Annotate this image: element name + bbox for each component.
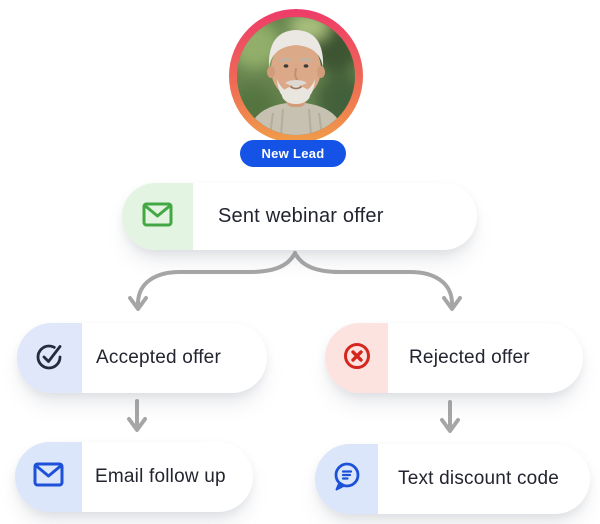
- node-email-follow-up[interactable]: Email follow up: [15, 442, 253, 512]
- node-sent-icon-section: [122, 183, 193, 250]
- node-label: Rejected offer: [409, 347, 530, 368]
- right-down-arrowhead: [440, 418, 460, 433]
- node-rejected-offer[interactable]: Rejected offer: [325, 323, 583, 393]
- envelope-icon: [142, 202, 173, 232]
- node-label: Text discount code: [398, 468, 559, 489]
- node-email-icon-section: [15, 442, 82, 512]
- new-lead-badge-label: New Lead: [261, 146, 325, 161]
- node-sent-webinar-offer[interactable]: Sent webinar offer: [122, 183, 477, 250]
- lead-avatar-ring: [229, 9, 363, 143]
- chat-bubble-icon: [331, 461, 362, 497]
- node-accepted-offer[interactable]: Accepted offer: [17, 323, 267, 393]
- branch-left-arrow: [136, 251, 297, 306]
- node-label: Email follow up: [95, 466, 226, 487]
- branch-right-arrowhead: [442, 296, 462, 311]
- envelope-icon: [33, 462, 64, 492]
- x-circle-icon: [342, 341, 372, 376]
- node-label: Sent webinar offer: [218, 205, 384, 227]
- older-man-portrait: [237, 17, 355, 135]
- check-circle-icon: [35, 341, 65, 376]
- node-label: Accepted offer: [96, 347, 221, 368]
- lead-avatar-photo: [237, 17, 355, 135]
- node-rejected-icon-section: [325, 323, 388, 393]
- branch-left-arrowhead: [128, 296, 148, 311]
- node-text-discount-code[interactable]: Text discount code: [315, 444, 590, 514]
- branch-right-arrow: [293, 251, 454, 306]
- new-lead-badge: New Lead: [240, 140, 346, 167]
- left-down-arrowhead: [127, 417, 147, 432]
- node-accepted-icon-section: [17, 323, 82, 393]
- node-text-icon-section: [315, 444, 378, 514]
